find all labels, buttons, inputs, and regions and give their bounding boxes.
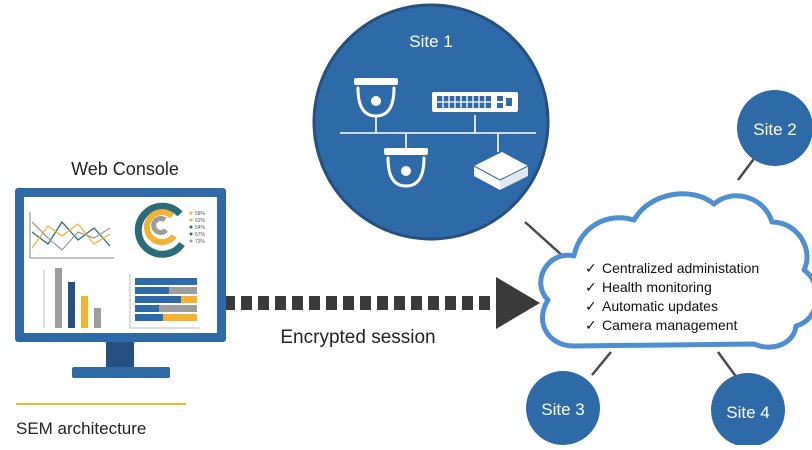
donut-legend-item: 62% [195,218,206,224]
site1-label: Site 1 [409,32,452,51]
site3-label: Site 3 [541,400,584,419]
dome-camera-icon [354,78,398,118]
cloud-shape [538,191,812,350]
donut-legend: 58% 62% 54% 67% 73% [189,211,206,245]
web-console-label: Web Console [71,159,179,179]
site4-circle [711,373,785,447]
checkmark-icon: ✓ [585,317,597,333]
site4-label: Site 4 [726,403,769,422]
caption-text: SEM architecture [16,419,146,438]
donut-legend-item: 73% [195,239,206,245]
donut-legend-item: 67% [195,232,206,238]
site3-circle [526,371,600,445]
nvr-appliance-icon [473,152,529,190]
cloud-feature-item: Centralized administation [602,260,759,276]
site2-circle [737,90,812,166]
checkmark-icon: ✓ [585,298,597,314]
checkmark-icon: ✓ [585,260,597,276]
encrypted-session-label: Encrypted session [280,327,435,348]
monitor-icon: 58% 62% 54% 67% 73% [15,188,226,378]
checkmark-icon: ✓ [585,279,597,295]
donut-legend-item: 58% [195,211,206,217]
cloud-feature-item: Camera management [602,317,738,333]
site2-label: Site 2 [753,120,796,139]
site1-network [340,115,536,152]
encrypted-session-arrow [224,277,540,329]
connector-site3 [591,351,612,376]
bar-chart-graphic [43,268,101,328]
dome-camera-icon [384,148,428,188]
network-switch-icon [432,92,518,112]
horizontal-bar-graphic [129,274,200,329]
connector-site1 [524,221,566,259]
line-chart-graphic [29,212,114,259]
cloud-feature-list: ✓ Centralized administation ✓ Health mon… [585,260,759,333]
donut-chart-graphic [134,202,185,258]
cloud-feature-item: Health monitoring [602,279,712,295]
cloud-feature-item: Automatic updates [602,298,718,314]
donut-legend-item: 54% [195,225,206,231]
